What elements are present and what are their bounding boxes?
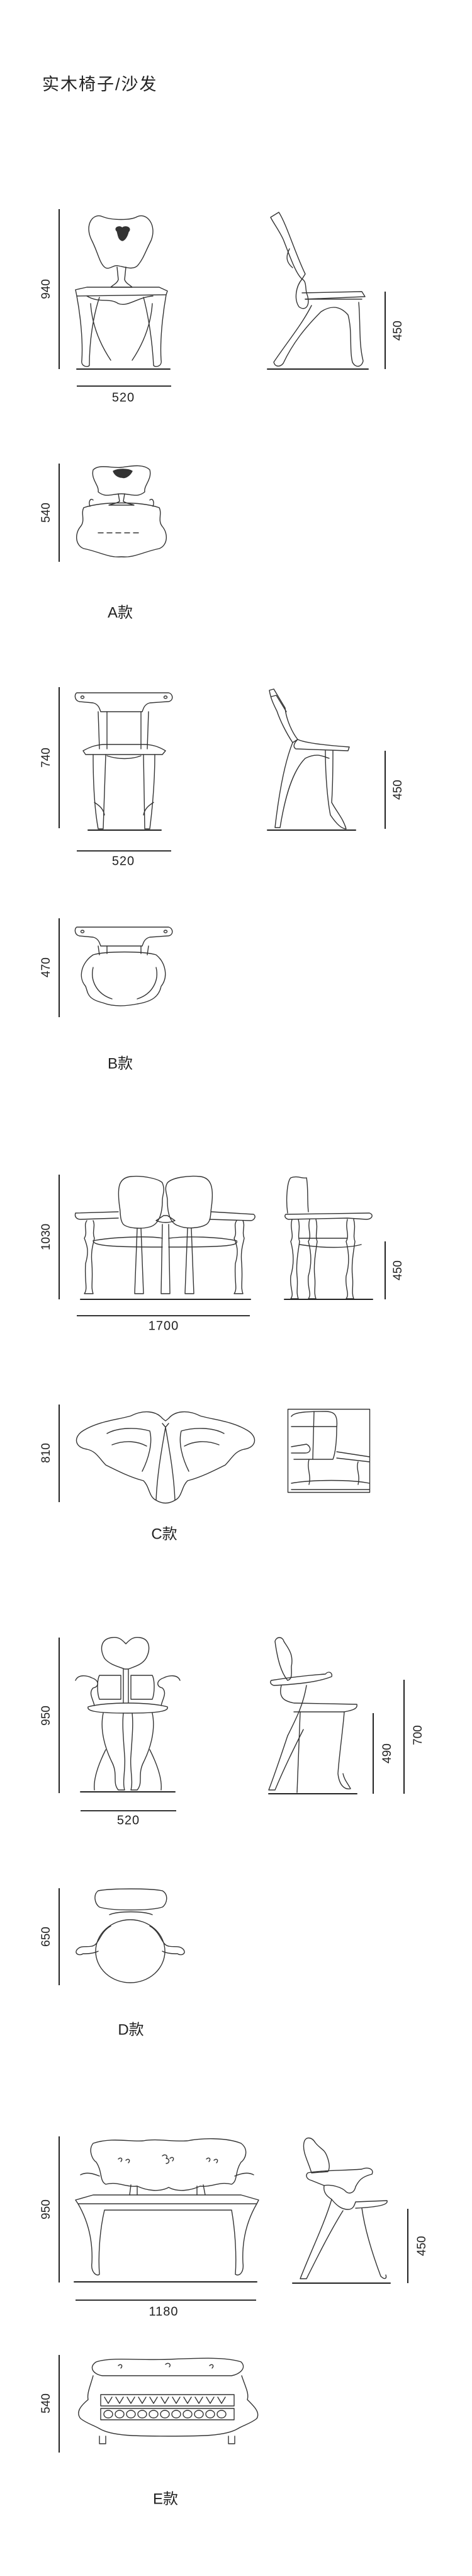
- seat-height-dimension-line: [407, 2209, 408, 2283]
- chair-a-front-view: [75, 215, 171, 370]
- depth-dimension-label: 470: [40, 957, 53, 977]
- chair-b-front-view: [74, 692, 173, 831]
- depth-dimension-line: [59, 464, 60, 562]
- chair-d-top-view: [76, 1888, 185, 1983]
- width-dimension-label: 520: [111, 390, 135, 405]
- height-dimension-label: 950: [40, 1706, 53, 1726]
- depth-dimension-line: [59, 2355, 60, 2453]
- sofa-c-top-view: [76, 1411, 256, 1504]
- model-label: C款: [151, 1525, 177, 1543]
- depth-dimension-label: 540: [40, 2393, 53, 2414]
- width-dimension-label: 520: [116, 1813, 140, 1828]
- height-dimension-label: 940: [40, 279, 53, 299]
- chair-a-top-view: [76, 465, 167, 557]
- width-dimension-label: 1180: [149, 2305, 179, 2319]
- seat-height-dimension-label: 450: [391, 1260, 405, 1280]
- width-dimension-line: [76, 2300, 256, 2301]
- model-label: A款: [107, 604, 133, 622]
- model-label: E款: [152, 2490, 179, 2508]
- depth-dimension-label: 540: [40, 503, 53, 523]
- depth-dimension-label: 650: [40, 1927, 53, 1947]
- sofa-c-detail-view: [287, 1408, 371, 1493]
- height-dimension-label: 1030: [40, 1223, 53, 1251]
- sofa-c-side-view: [284, 1176, 373, 1300]
- seat-height-dimension-label: 490: [381, 1743, 394, 1764]
- chair-b-side-view: [267, 688, 356, 831]
- depth-dimension-line: [59, 1405, 60, 1502]
- chair-d-front-view: [75, 1636, 181, 1792]
- chair-d-side-view: [268, 1637, 357, 1794]
- height-dimension-line: [59, 1638, 60, 1793]
- width-dimension-line: [77, 385, 171, 387]
- height-dimension-line: [59, 209, 60, 369]
- depth-dimension-line: [59, 1888, 60, 1985]
- sofa-e-top-view: [78, 2357, 259, 2444]
- height-dimension-line: [59, 687, 60, 828]
- model-label: D款: [118, 2021, 144, 2039]
- seat-height-dimension-line: [385, 292, 386, 369]
- seat-height-dimension-label: 450: [391, 321, 405, 341]
- model-label: B款: [107, 1055, 133, 1073]
- width-dimension-line: [77, 850, 171, 852]
- sofa-c-front-view: [74, 1175, 256, 1300]
- seat-height-dimension-label: 450: [391, 780, 405, 800]
- width-dimension-label: 520: [111, 854, 135, 869]
- chair-b-top-view: [74, 926, 173, 1006]
- height-dimension-line: [59, 1175, 60, 1299]
- chair-a-side-view: [267, 212, 369, 370]
- depth-dimension-line: [59, 918, 60, 1017]
- sofa-e-side-view: [292, 2137, 391, 2284]
- seat-height-dimension-label: 450: [415, 2236, 429, 2256]
- height-dimension-line: [59, 2136, 60, 2282]
- height-dimension-label: 740: [40, 748, 53, 768]
- width-dimension-line: [81, 1810, 176, 1811]
- page-title: 实木椅子/沙发: [42, 75, 158, 94]
- arm-height-dimension-line: [403, 1680, 405, 1794]
- depth-dimension-label: 810: [40, 1443, 53, 1463]
- seat-height-dimension-line: [373, 1713, 374, 1794]
- width-dimension-line: [77, 1315, 250, 1316]
- seat-height-dimension-line: [385, 751, 386, 829]
- sofa-e-front-view: [74, 2138, 259, 2282]
- width-dimension-label: 1700: [148, 1319, 179, 1333]
- height-dimension-label: 950: [40, 2199, 53, 2220]
- seat-height-dimension-line: [385, 1241, 386, 1299]
- arm-height-dimension-label: 700: [412, 1725, 425, 1745]
